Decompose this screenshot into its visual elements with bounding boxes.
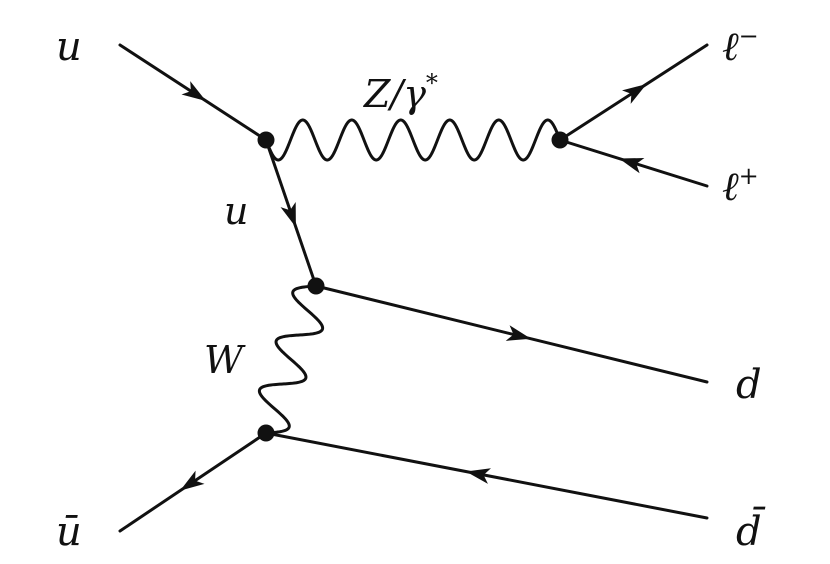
w-propagator <box>257 284 325 435</box>
arrow-lepton-minus <box>622 84 647 104</box>
label-z-gamma: Z/γ* <box>363 69 438 116</box>
label-u-internal: u <box>224 189 248 233</box>
label-dbar: d̄ <box>736 506 766 555</box>
arrow-dbar <box>465 468 491 484</box>
dbar-line <box>264 431 709 520</box>
label-ubar-incoming: ū <box>56 509 82 555</box>
arrow-incoming-u <box>181 81 206 101</box>
vertex-w-ubar-dbar <box>257 424 275 442</box>
vertex-u-z <box>257 131 275 149</box>
vertex-z-leptons <box>551 131 569 149</box>
label-u-incoming: u <box>56 24 82 70</box>
vertex-u-w-d <box>307 277 325 295</box>
arrow-incoming-ubar <box>180 470 205 491</box>
label-w: W <box>204 338 246 382</box>
outgoing-d-line <box>314 284 709 384</box>
z-gamma-propagator <box>264 118 562 162</box>
arrow-internal-u <box>280 201 296 228</box>
label-lepton-minus: ℓ− <box>722 22 759 70</box>
arrow-outgoing-d <box>505 325 531 341</box>
label-d: d <box>736 362 762 408</box>
arrow-lepton-plus <box>619 158 645 174</box>
label-lepton-plus: ℓ+ <box>722 162 759 210</box>
